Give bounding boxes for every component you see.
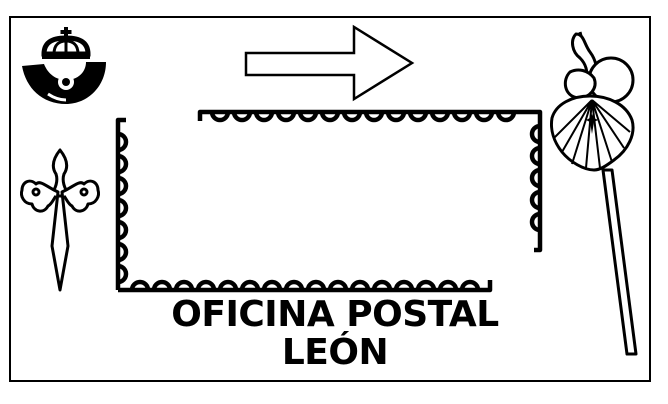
stamp-frame-icon [115,109,543,293]
cross-of-saint-james-icon [20,148,100,292]
right-arrow-icon [244,24,415,102]
crowned-post-horn-icon [22,27,106,104]
pilgrim-staff-gourd-scallop-icon [550,31,638,356]
office-name-line-2: LEÓN [281,332,389,373]
office-name-line-1: OFICINA POSTAL [171,294,499,335]
